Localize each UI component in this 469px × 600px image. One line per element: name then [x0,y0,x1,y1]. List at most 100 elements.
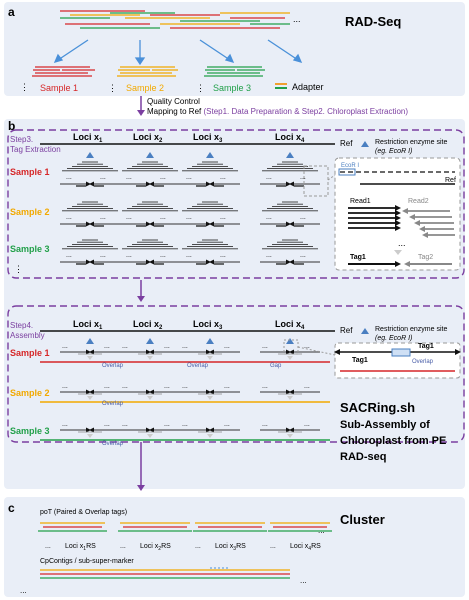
stack-dots: ... [220,252,226,259]
svg-text:...: ... [270,543,276,550]
row-dots: ... [304,343,310,350]
down-arrow [87,434,93,438]
stack-dots: ... [160,252,166,259]
arrowhead [286,259,291,265]
down-arrow [147,356,153,360]
loci-x3-s4: Loci x3 [193,319,223,331]
arrowhead [206,181,211,187]
arrowhead [286,221,291,227]
loci-x1: Loci x1 [73,132,103,144]
panel-a-title: RAD-Seq [345,14,401,29]
row-dots: ... [262,421,268,428]
arrowhead [209,259,214,265]
loci-x2-s4: Loci x2 [133,319,163,331]
step4-inset: Tag1 Tag1 Overlap [283,339,461,379]
row-dots: ... [262,343,268,350]
down-arrow [87,396,93,400]
loci-x4-s4: Loci x4 [275,319,305,331]
down-arrow [207,356,213,360]
row-dots: ... [182,343,188,350]
step4-sample-1: Sample 1 [10,348,50,358]
stack-dots: ... [160,174,166,181]
svg-text:...: ... [20,586,27,595]
arrowhead [289,181,294,187]
step3-inset: EcoR I Ref Read1 Read2 ... Tag1 Tag2 [303,157,461,271]
qc-label: Quality Control [147,97,200,106]
panel-c-title: Cluster [340,512,385,527]
row-dots: ... [224,421,230,428]
row-dots: ... [62,343,68,350]
sample-1-label-a: Sample 1 [40,83,78,93]
row-dots: ... [262,383,268,390]
arrowhead [86,427,91,433]
row-dots: ... [104,383,110,390]
arrowhead [206,389,211,395]
arrowhead [206,427,211,433]
stack-dots: ... [300,252,306,259]
loci-x3: Loci x3 [193,132,223,144]
stack-dots: ... [126,252,132,259]
row-dots: ... [62,383,68,390]
overlap-label-1: Overlap [102,363,124,369]
pot-lines: ... [38,522,332,579]
row-dots: ... [164,383,170,390]
down-arrow [147,434,153,438]
arrowhead [209,181,214,187]
stack-dots: ... [266,252,272,259]
arrowhead [149,389,154,395]
arrowhead [86,389,91,395]
inset-enzyme: EcoR I [341,163,359,169]
arrowhead [149,427,154,433]
loci-rs-4: Loci x4RS [290,543,321,552]
dots-c1: ... [45,543,51,550]
step3-box [7,129,465,279]
sample-3-reads [204,66,265,77]
row-dots: ... [164,343,170,350]
row-dots: ... [164,421,170,428]
step4-line1: Step4. [10,321,33,330]
down-arrow [287,356,293,360]
loci-rs-1: Loci x1RS [65,543,96,552]
arrowhead [286,181,291,187]
pot-dots: ... [318,526,325,535]
panel-a: a RAD-Seq ... [4,2,465,96]
pooled-ellipsis: ... [293,14,301,24]
arrowhead [86,349,91,355]
arrowhead [206,349,211,355]
step4-assembly-rows: ........................................… [40,343,330,441]
arrowhead [86,181,91,187]
overlap-label-4: Overlap [102,441,124,447]
row-dots: ... [122,383,128,390]
arrowhead [286,389,291,395]
sacring-line3: RAD-seq [340,451,386,463]
svg-text:⋮: ⋮ [196,83,205,93]
loci-rs-2: Loci x2RS [140,543,171,552]
down-arrow [207,396,213,400]
down-arrow [87,356,93,360]
arrowhead [89,427,94,433]
arrowhead [289,259,294,265]
row-dots: ... [224,383,230,390]
gap-label: Gap [270,363,282,369]
down-arrow [287,434,293,438]
arrowhead [89,181,94,187]
panel-a-letter: a [8,5,15,19]
arrowhead [89,259,94,265]
arrowhead [149,221,154,227]
adapter-icon [275,83,287,89]
sample-2-reads [117,66,178,77]
step3-line1: Step3. [10,135,33,144]
pot-label: poT (Paired & Overlap tags) [40,509,127,516]
down-arrow [147,396,153,400]
step3-read-stacks: ........................................… [60,161,320,265]
panel-c-letter: c [8,501,15,515]
arrowhead [289,389,294,395]
row-dots: ... [182,383,188,390]
arrowhead [89,349,94,355]
arrowhead [146,389,151,395]
sacring-line2: Chloroplast from PE [340,435,446,447]
svg-text:...: ... [120,543,126,550]
stack-dots: ... [100,252,106,259]
arrowhead [89,389,94,395]
